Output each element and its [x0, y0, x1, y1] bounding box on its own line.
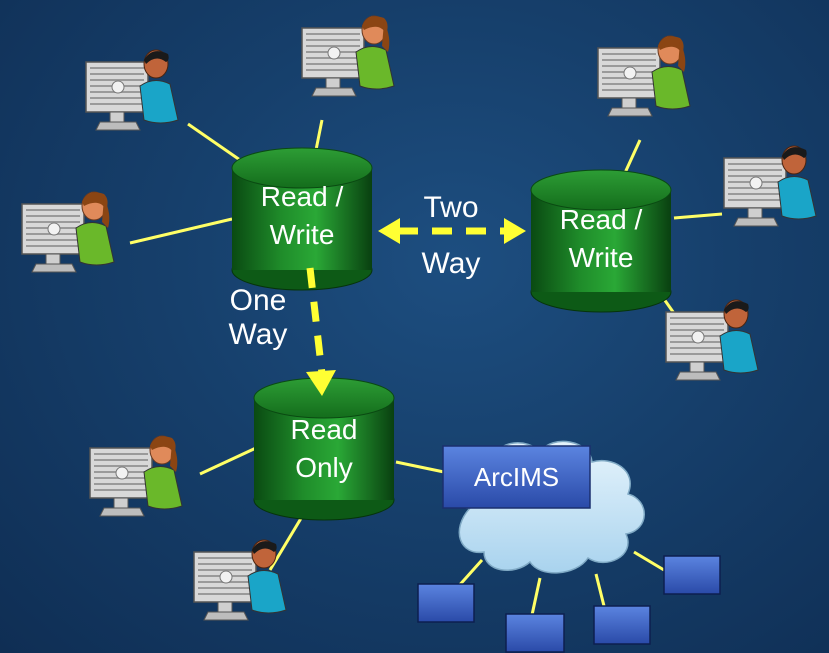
user-icon-top-center [301, 15, 395, 97]
user-icon-top-left [85, 49, 179, 131]
user-icon-right-top [597, 35, 691, 117]
two-way-label-line2: Way [421, 247, 481, 280]
user-icon-left [21, 191, 115, 273]
one-way-label-line1: One [229, 284, 287, 317]
database-right-label-line2: Write [568, 242, 634, 273]
two-way-arrow [378, 218, 526, 244]
database-left-label-line2: Write [269, 219, 335, 250]
one-way-label-line2: Way [228, 318, 288, 351]
one-way-label: One Way [212, 284, 304, 352]
client-box-icon [505, 613, 565, 653]
arcims-server-box [442, 445, 591, 509]
user-icon-right-middle [723, 145, 817, 227]
client-box-icon [417, 583, 475, 623]
database-bottom-label: Read Only [254, 411, 394, 487]
database-left-label: Read / Write [232, 178, 372, 254]
database-left-label-line1: Read / [260, 181, 344, 212]
database-right-label: Read / Write [531, 201, 671, 277]
client-box-icon [663, 555, 721, 595]
user-icon-right-bottom [665, 299, 759, 381]
database-right-label-line1: Read / [559, 204, 643, 235]
client-box-icon [593, 605, 651, 645]
two-way-label-line1: Two [423, 191, 479, 224]
one-way-arrow [306, 267, 336, 396]
database-bottom-label-line2: Only [295, 452, 353, 483]
arcims-label: ArcIMS [473, 461, 560, 492]
database-bottom-label-line1: Read [290, 414, 358, 445]
user-icon-bottom-left [89, 435, 183, 517]
two-way-label: Two Way [405, 180, 497, 292]
user-icon-bottom [193, 539, 287, 621]
